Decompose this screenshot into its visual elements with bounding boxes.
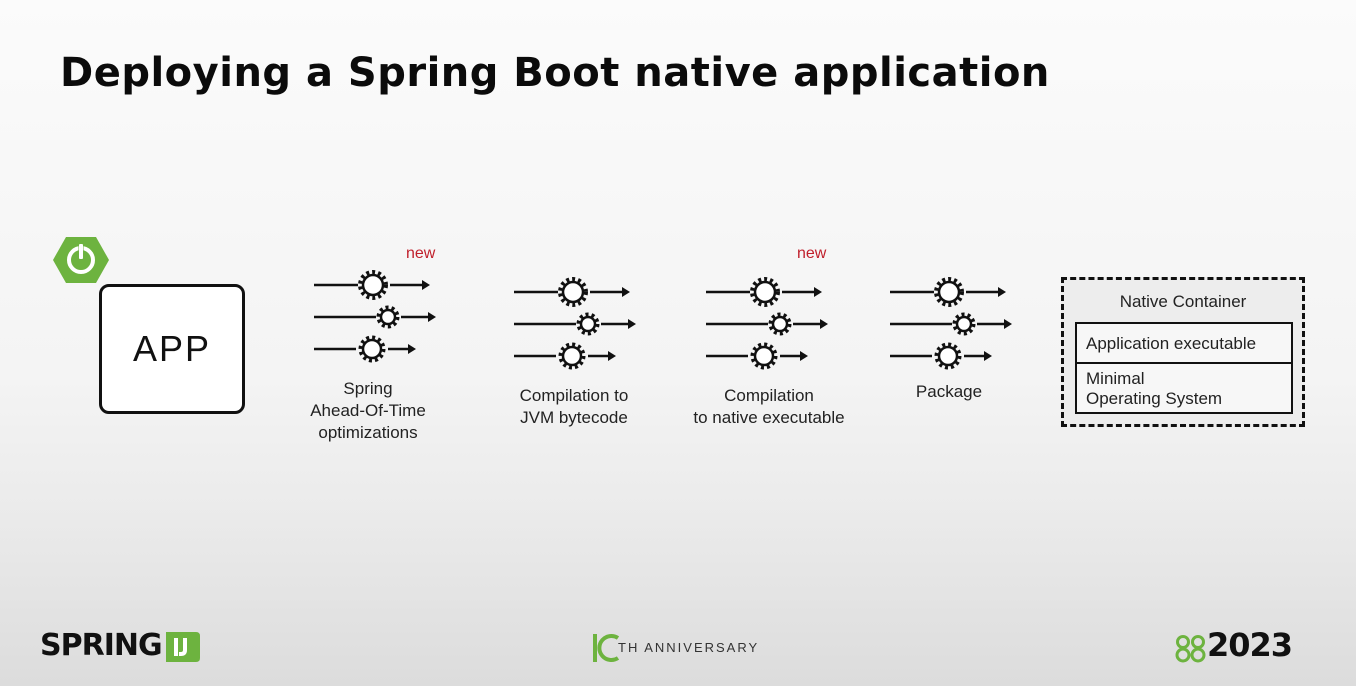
io-badge-icon <box>166 632 200 662</box>
step-label-native-compilation: Compilation to native executable <box>693 386 845 427</box>
layer-minimal-os: Minimal Operating System <box>1086 369 1223 408</box>
double-eight-icon <box>1175 635 1206 663</box>
spring-brand-logo: SPRING <box>40 628 163 663</box>
gear-process-icon <box>706 277 828 370</box>
slide-title: Deploying a Spring Boot native applicati… <box>60 50 1050 96</box>
gear-process-icon <box>514 277 636 370</box>
step-label-package: Package <box>915 382 983 401</box>
container-layers: Application executable Minimal Operating… <box>1075 322 1293 414</box>
anniversary-text: TH ANNIVERSARY <box>618 640 760 655</box>
app-label: APP <box>132 328 212 369</box>
layer-application-executable: Application executable <box>1077 324 1291 364</box>
gear-process-icon <box>890 277 1012 370</box>
native-container-title: Native Container <box>1119 292 1247 311</box>
new-badge: new <box>406 245 436 262</box>
native-container-box: Native Container Application executable … <box>1061 277 1305 427</box>
gear-process-icon <box>314 270 436 363</box>
event-year: 2023 <box>1207 626 1293 664</box>
step-label-aot: Spring Ahead-Of-Time optimizations <box>310 379 426 442</box>
spring-power-hex-icon <box>53 237 109 283</box>
new-badge: new <box>797 245 827 262</box>
step-label-jvm-compilation: Compilation to JVM bytecode <box>519 386 629 427</box>
app-box: APP <box>99 284 245 414</box>
ten-mark-icon <box>593 634 620 662</box>
